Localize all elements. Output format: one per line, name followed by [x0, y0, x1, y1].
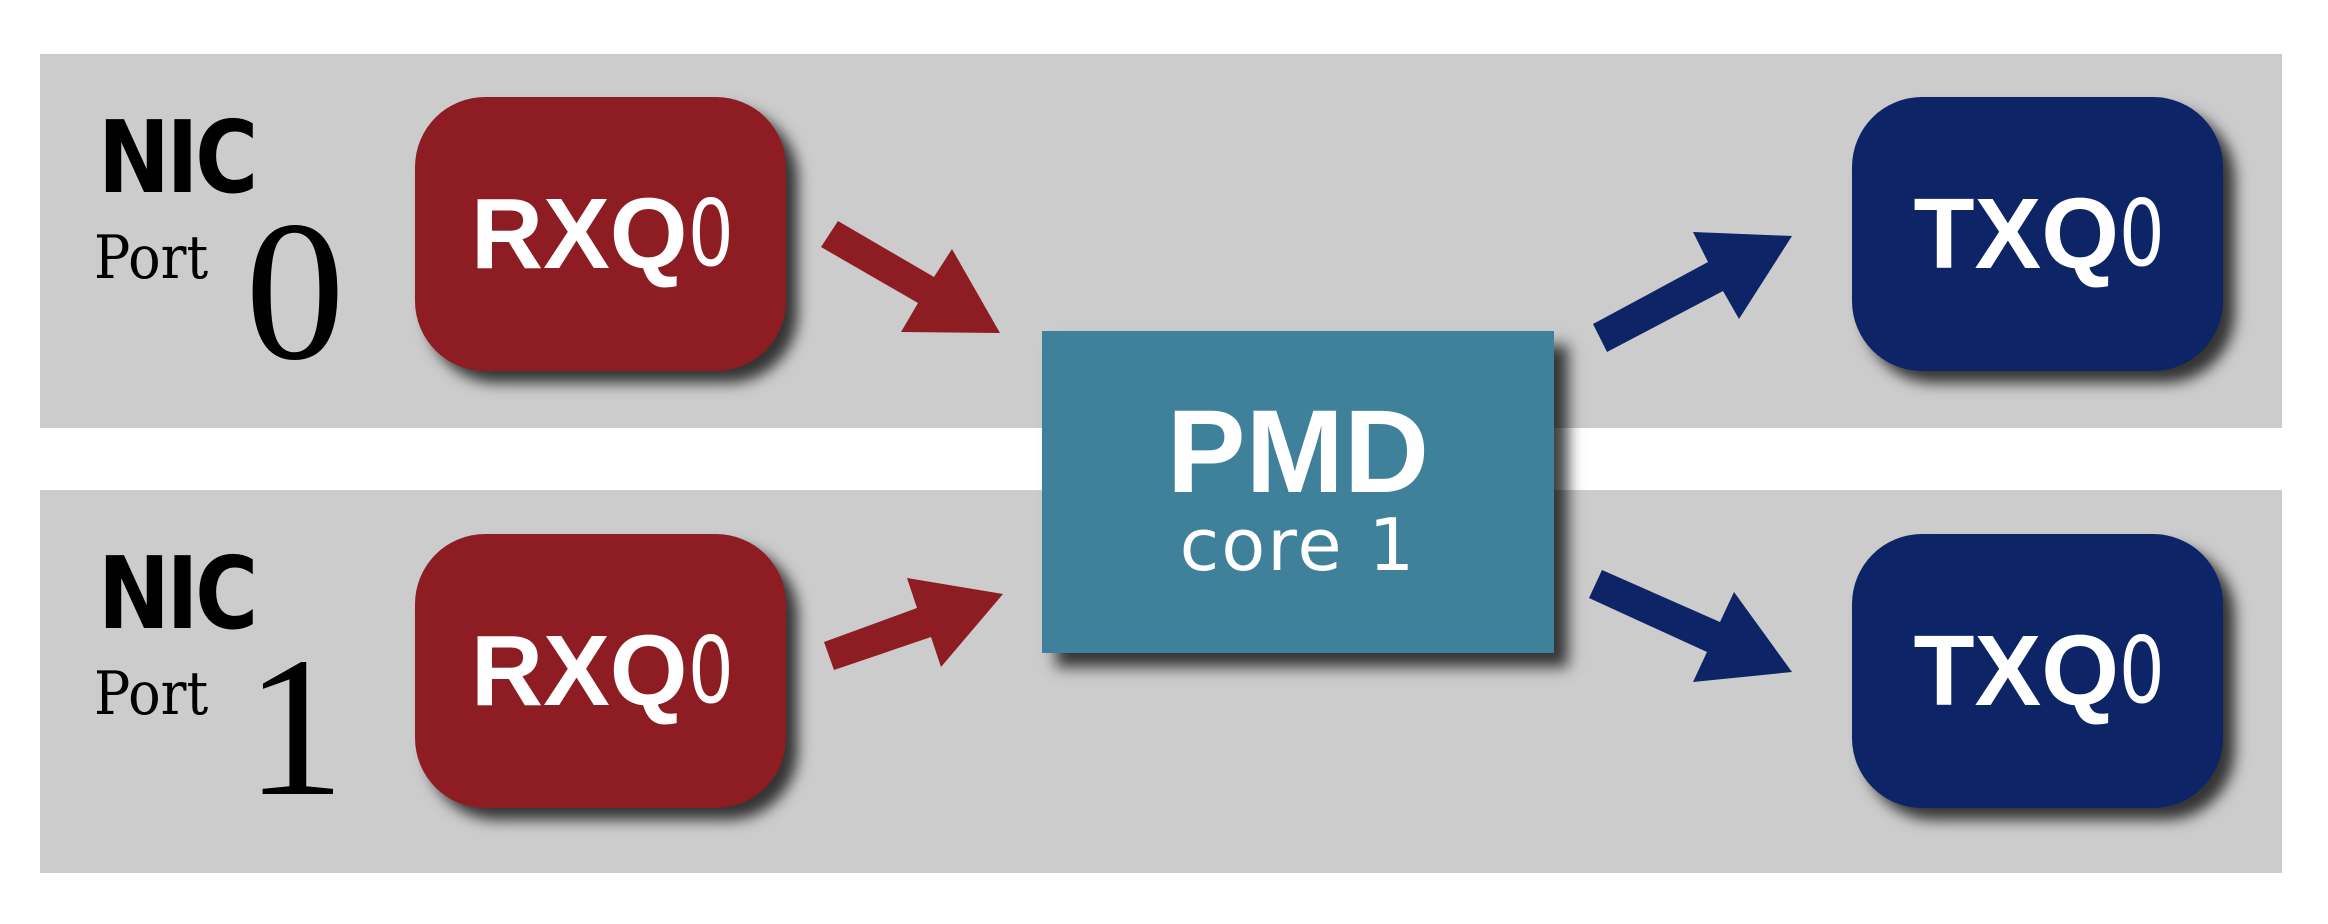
- arrow-pmd-to-tx1: [1589, 570, 1792, 682]
- queue-label: TXQ: [1913, 178, 2120, 290]
- queue-label: RXQ: [470, 615, 688, 727]
- port-label: Port: [94, 659, 209, 729]
- port-number: 0: [245, 181, 345, 402]
- nic-label: NIC: [98, 99, 258, 216]
- queue-label: RXQ: [470, 178, 688, 290]
- pmd-core-box: PMD core 1: [1042, 331, 1554, 653]
- queue-index: 0: [2119, 180, 2165, 287]
- arrow-rx0-to-pmd: [821, 221, 1000, 333]
- arrow-rx1-to-pmd: [824, 578, 1003, 670]
- arrow-pmd-to-tx0: [1593, 232, 1792, 352]
- queue-index: 0: [687, 617, 734, 724]
- pmd-title: PMD: [1166, 386, 1430, 518]
- port-number: 1: [245, 617, 345, 838]
- queue-index: 0: [2119, 617, 2165, 724]
- pmd-subtitle: core 1: [1179, 503, 1417, 587]
- nic-label: NIC: [98, 535, 258, 652]
- port-label: Port: [94, 223, 209, 293]
- queue-label: TXQ: [1913, 615, 2120, 727]
- queue-index: 0: [687, 180, 734, 287]
